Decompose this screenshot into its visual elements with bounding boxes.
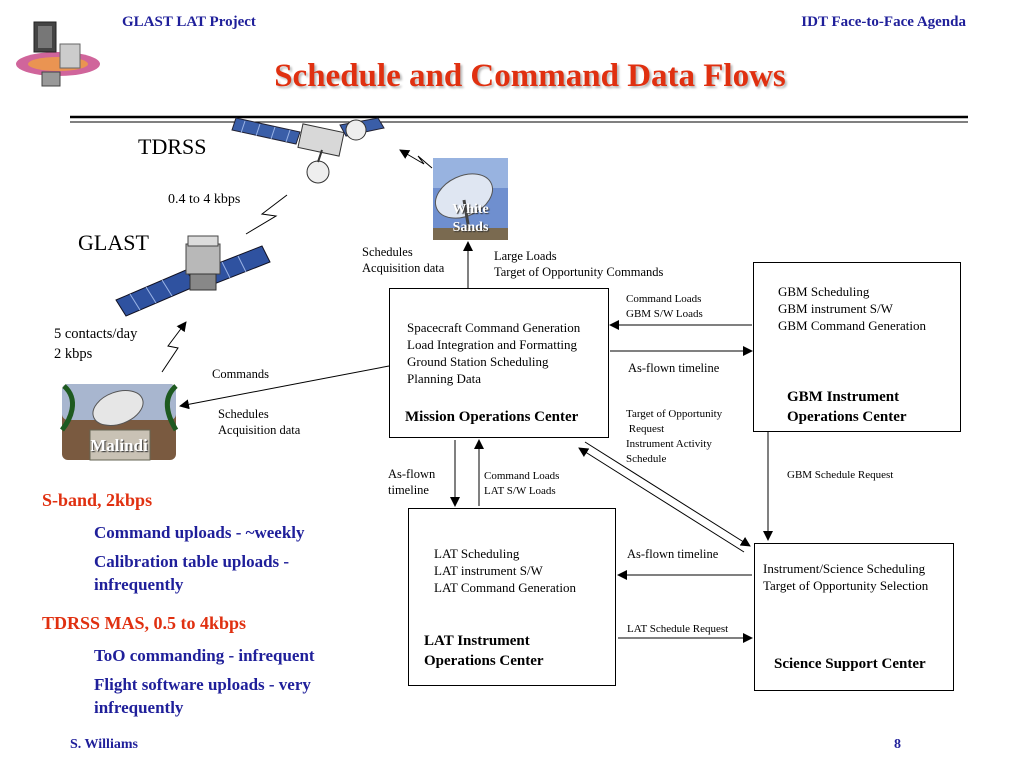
bullet-heading-tdrss: TDRSS MAS, 0.5 to 4kbps <box>42 613 247 633</box>
label-glast: GLAST <box>78 230 149 255</box>
page-number: 8 <box>894 737 901 752</box>
header-agenda: IDT Face-to-Face Agenda <box>801 14 966 30</box>
ssc-lines: Instrument/Science Scheduling Target of … <box>763 561 929 593</box>
glast-logo-icon <box>16 21 100 87</box>
lat-lines: LAT Scheduling LAT instrument S/W LAT Co… <box>434 546 577 595</box>
gbm-lines: GBM Scheduling GBM instrument S/W GBM Co… <box>778 284 927 333</box>
page-title: Schedule and Command Data Flows <box>274 58 786 94</box>
label-as-flown-lat: As-flown timeline <box>388 467 436 497</box>
label-as-flown-gbm: As-flown timeline <box>628 361 720 375</box>
label-malindi: Malindi <box>90 436 148 455</box>
label-tdrss: TDRSS <box>138 134 207 159</box>
lat-title: LAT Instrument Operations Center <box>424 633 544 669</box>
link-glast-malindi <box>161 321 187 373</box>
label-schedules-malindi: Schedules Acquisition data <box>218 407 301 437</box>
white-sands-picture <box>433 158 508 240</box>
lat-box: LAT Scheduling LAT instrument S/W LAT Co… <box>408 508 616 686</box>
label-large-loads: Large Loads Target of Opportunity Comman… <box>494 249 664 279</box>
label-commands: Commands <box>212 367 269 381</box>
bullet-list-sband: Command uploads - ~weekly Calibration ta… <box>94 523 305 594</box>
bullet-heading-sband: S-band, 2kbps <box>42 490 153 510</box>
moc-lines: Spacecraft Command Generation Load Integ… <box>407 320 581 386</box>
moc-title: Mission Operations Center <box>405 409 579 425</box>
label-lat-cmd-loads: Command Loads LAT S/W Loads <box>484 470 560 497</box>
gbm-title: GBM Instrument Operations Center <box>787 389 907 425</box>
bullet-list-tdrss: ToO commanding - infrequent Flight softw… <box>94 646 315 717</box>
glast-satellite-icon <box>115 235 271 317</box>
label-tdrss-rate: 0.4 to 4 kbps <box>168 192 241 207</box>
arrow-moc-ssc-double <box>578 441 751 553</box>
tdrss-satellite-icon <box>231 117 385 184</box>
label-schedules-whitesands: Schedules Acquisition data <box>362 245 445 275</box>
moc-box: Spacecraft Command Generation Load Integ… <box>389 288 609 438</box>
label-contacts: 5 contacts/day 2 kbps <box>54 326 138 362</box>
glast-logo <box>12 14 104 92</box>
arrow-moc-to-malindi <box>179 365 390 410</box>
label-as-flown-ssc: As-flown timeline <box>627 547 719 561</box>
label-too-request: Target of Opportunity Request Instrument… <box>626 408 723 465</box>
label-white-sands: White Sands <box>452 202 489 235</box>
ssc-box: Instrument/Science Scheduling Target of … <box>754 543 954 691</box>
label-gbm-schedule-request: GBM Schedule Request <box>787 469 894 481</box>
malindi-picture <box>60 384 179 461</box>
label-gbm-cmd-loads: Command Loads GBM S/W Loads <box>626 293 703 320</box>
title-rule <box>70 115 968 123</box>
footer-author: S. Williams <box>70 737 138 752</box>
gbm-box: GBM Scheduling GBM instrument S/W GBM Co… <box>753 262 961 432</box>
header-project: GLAST LAT Project <box>122 14 256 30</box>
label-lat-schedule-request: LAT Schedule Request <box>627 623 729 635</box>
link-tdrss-glast <box>245 194 288 235</box>
link-tdrss-whitesands <box>399 149 433 169</box>
ssc-title: Science Support Center <box>774 656 926 672</box>
